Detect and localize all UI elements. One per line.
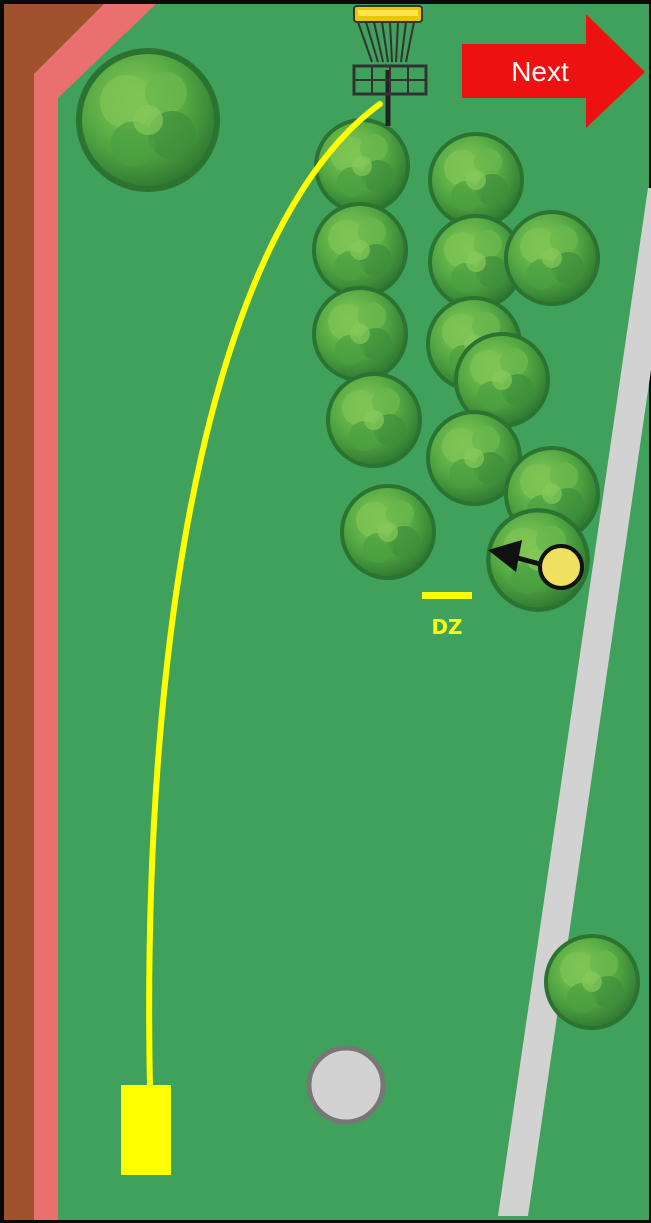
tree-icon	[312, 202, 408, 298]
tree-icon	[312, 286, 408, 382]
tree-icon	[326, 372, 422, 468]
tree-icon	[504, 210, 600, 306]
tree-icon	[314, 118, 410, 214]
drop-zone-marker	[422, 592, 472, 599]
disc-icon	[540, 546, 582, 588]
tree-icon	[340, 484, 436, 580]
tree-icon	[76, 48, 220, 192]
tree-icon	[544, 934, 640, 1030]
next-label: Next	[511, 56, 569, 87]
circle-marker-icon	[309, 1048, 383, 1122]
drop-zone-label: DZ	[431, 615, 462, 639]
tree-icon	[428, 132, 524, 228]
tee-pad-icon	[121, 1085, 171, 1175]
